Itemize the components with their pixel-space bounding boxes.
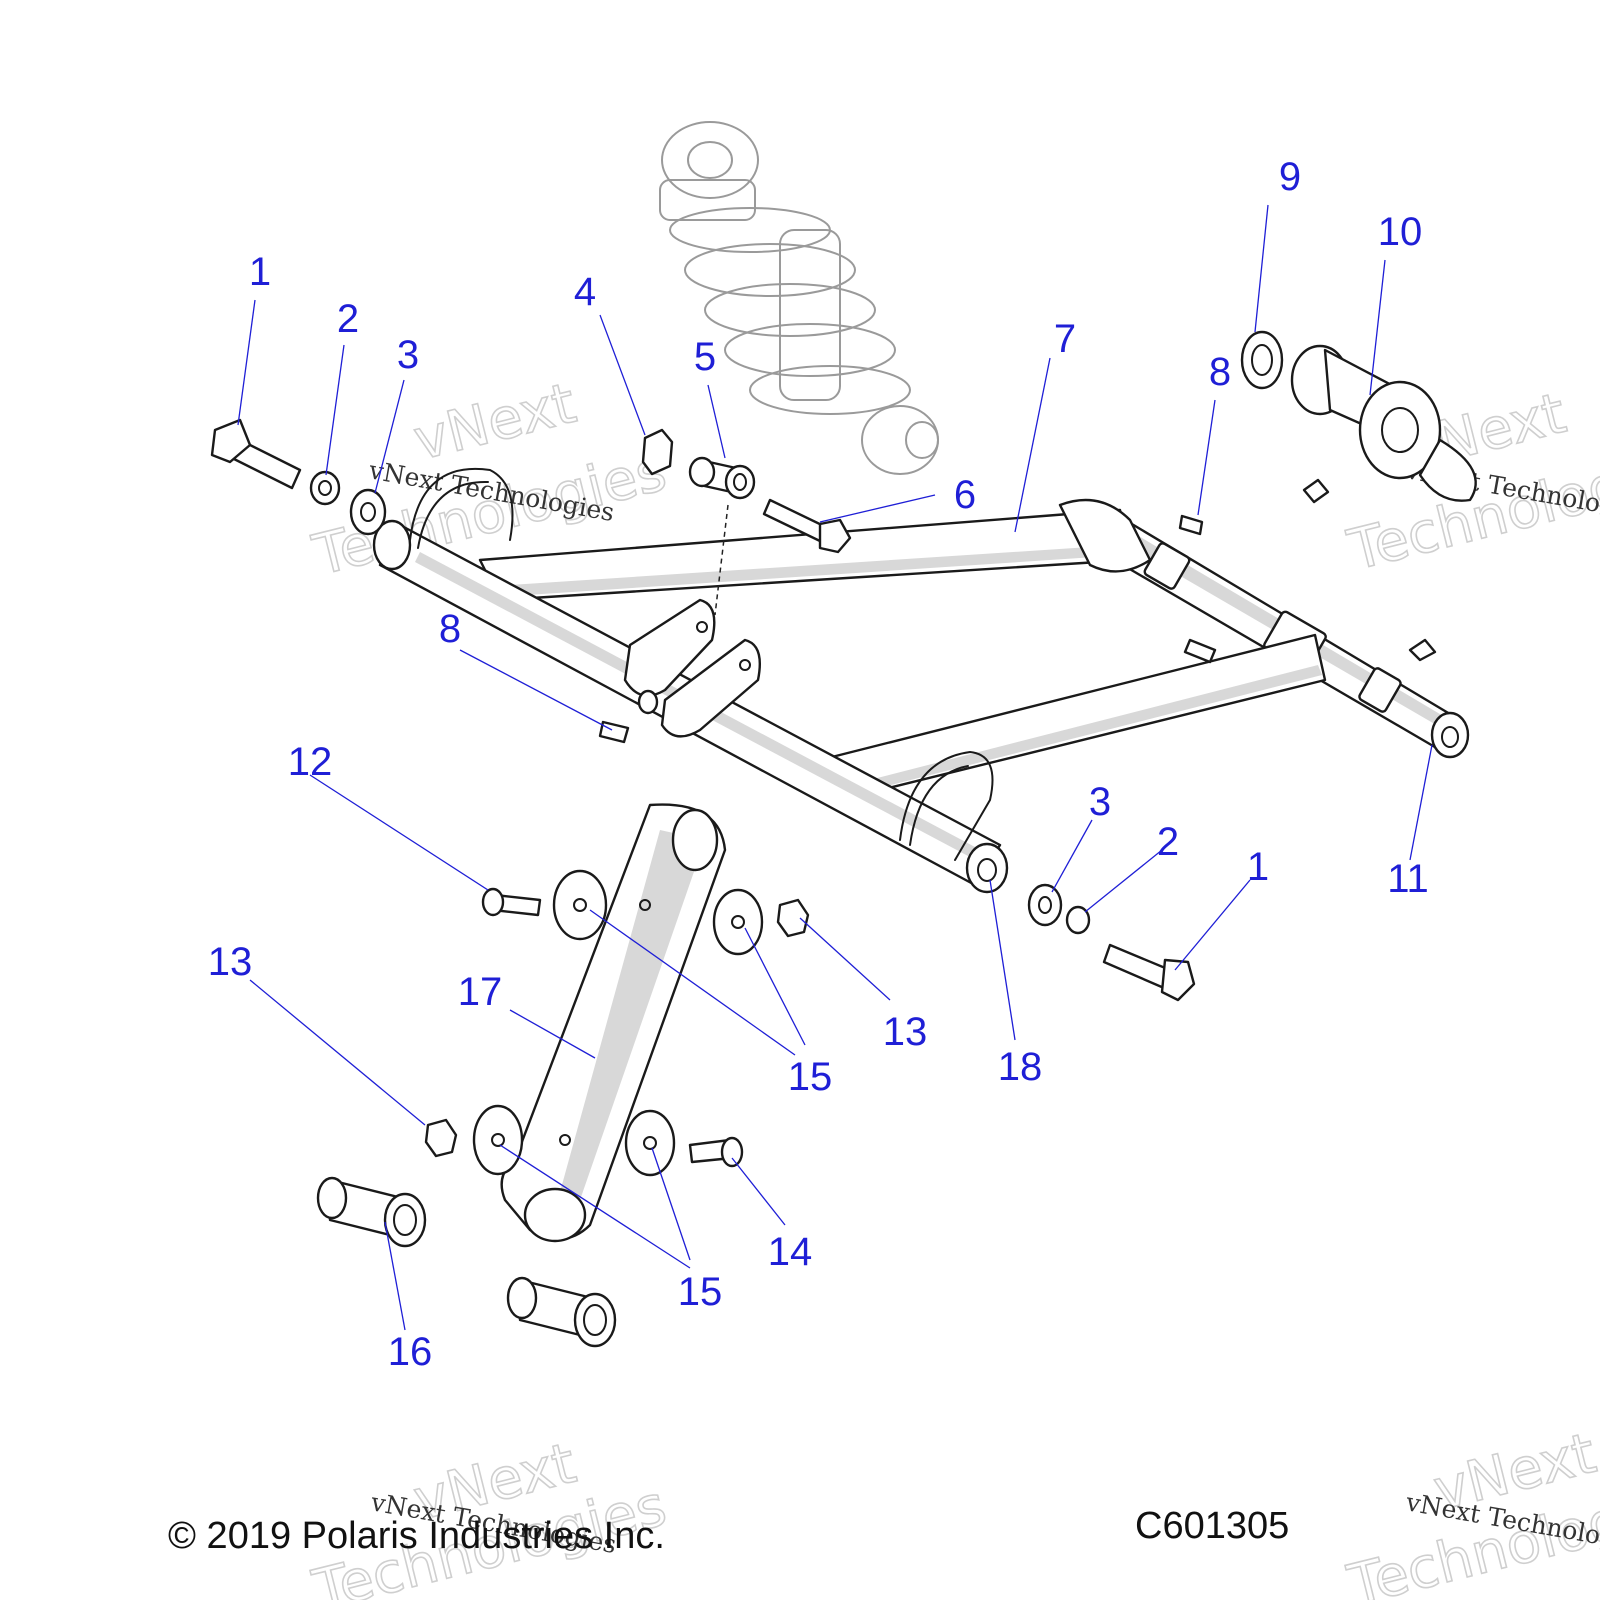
- callout-13-right: 13: [883, 1010, 928, 1054]
- callout-3-top-left: 3: [397, 333, 419, 377]
- callout-11: 11: [1387, 857, 1429, 901]
- lock-washer-left: [309, 470, 341, 506]
- leader-lines: [237, 204, 1433, 1331]
- flat-washer-right: [1027, 883, 1063, 927]
- a-arm-assembly: [372, 467, 1470, 894]
- callout-15-lower: 15: [678, 1270, 723, 1314]
- lock-washer-right: [1065, 905, 1091, 935]
- callout-4: 4: [574, 270, 596, 314]
- grease-zerk-right: [1178, 514, 1204, 536]
- nut-top: [641, 428, 674, 476]
- washer-link-4: [624, 1109, 676, 1177]
- callout-9: 9: [1279, 155, 1301, 199]
- copyright-text: © 2019 Polaris Industries Inc.: [168, 1515, 665, 1557]
- grease-zerk: [1302, 478, 1330, 504]
- nut-link-upper: [776, 898, 810, 938]
- callout-8-top-right: 8: [1209, 350, 1231, 394]
- bolt-shock: [762, 498, 852, 554]
- alignment-line: [714, 504, 729, 616]
- callout-5: 5: [694, 335, 716, 379]
- callout-16: 16: [388, 1330, 433, 1374]
- shock-link: [500, 803, 727, 1243]
- callout-3-right: 3: [1089, 780, 1111, 824]
- washer-pivot: [1240, 330, 1284, 390]
- callout-6: 6: [954, 473, 976, 517]
- callout-1-right: 1: [1247, 845, 1269, 889]
- bushing-link-1: [316, 1176, 427, 1248]
- bushing-shock: [688, 456, 756, 500]
- bolt-right: [1102, 943, 1196, 1002]
- washer-link-1: [552, 869, 608, 941]
- callout-14: 14: [768, 1230, 813, 1274]
- callout-2-top-left: 2: [337, 297, 359, 341]
- callout-17: 17: [458, 970, 503, 1014]
- bolt-link-upper: [481, 887, 542, 917]
- callout-1-top-left: 1: [249, 250, 271, 294]
- callout-numbers: 1 2 3 4 5 6 7 8 8 9 10 11 12 13 13 14 15…: [208, 155, 1429, 1374]
- pivot-bracket: [1290, 344, 1477, 502]
- callout-18: 18: [998, 1045, 1043, 1089]
- callout-12: 12: [288, 740, 333, 784]
- grease-zerk-left: [598, 720, 630, 744]
- callout-8-left: 8: [439, 607, 461, 651]
- callout-2-right: 2: [1157, 820, 1179, 864]
- callout-10: 10: [1378, 210, 1423, 254]
- shock-absorber-ghost: [659, 121, 939, 475]
- flat-washer-left: [349, 488, 387, 536]
- bushing-link-2: [506, 1276, 617, 1348]
- watermark-text: vNext: [408, 371, 582, 474]
- callout-13-left: 13: [208, 940, 253, 984]
- washer-link-2: [712, 888, 764, 956]
- washer-link-3: [472, 1104, 524, 1176]
- callout-15-upper: 15: [788, 1055, 833, 1099]
- drawing-number: C601305: [1135, 1505, 1289, 1547]
- nut-link-lower: [424, 1118, 458, 1158]
- callout-7: 7: [1054, 317, 1076, 361]
- bolt-left: [210, 418, 302, 490]
- watermark-bottom-right: vNext Technologies vNext Technologies: [1341, 1420, 1600, 1600]
